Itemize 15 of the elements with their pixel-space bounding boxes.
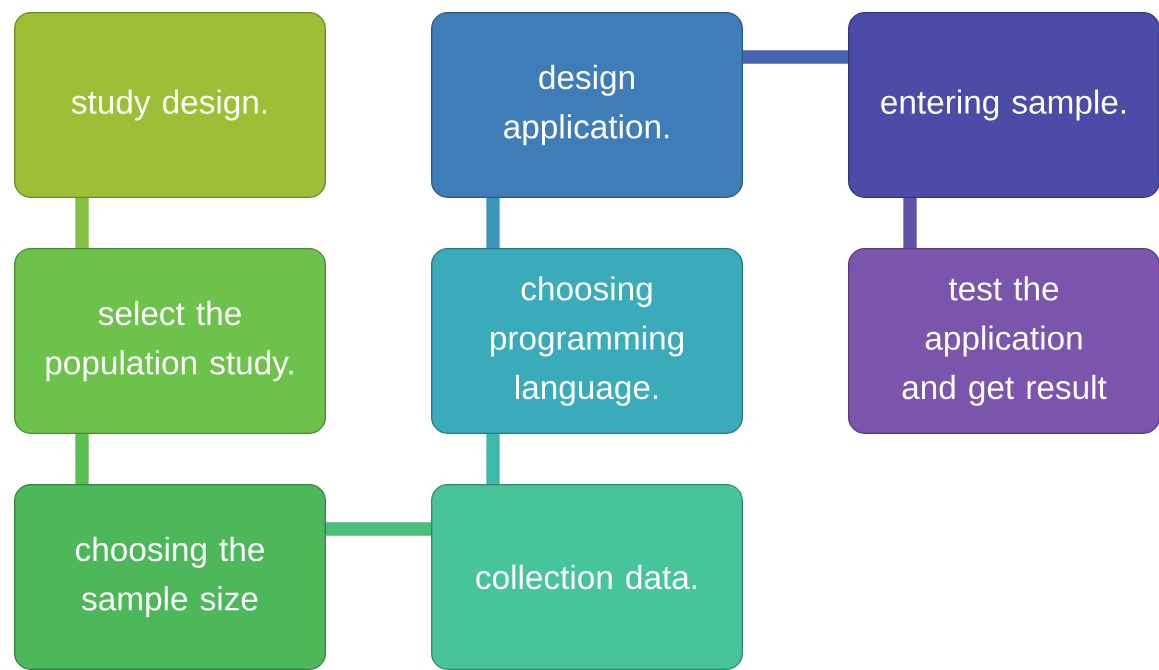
connector (486, 434, 500, 484)
connector (75, 434, 89, 484)
process-box: entering sample. (848, 12, 1159, 198)
process-box: test the application and get result (848, 248, 1159, 434)
connector (75, 198, 89, 248)
process-box: study design. (14, 12, 326, 198)
connector (903, 198, 917, 248)
process-box: design application. (431, 12, 743, 198)
process-box: select the population study. (14, 248, 326, 434)
process-box: choosing programming language. (431, 248, 743, 434)
connector (743, 50, 848, 64)
process-box: choosing the sample size (14, 484, 326, 670)
process-box: collection data. (431, 484, 743, 670)
connector (326, 522, 431, 536)
connector (486, 198, 500, 248)
